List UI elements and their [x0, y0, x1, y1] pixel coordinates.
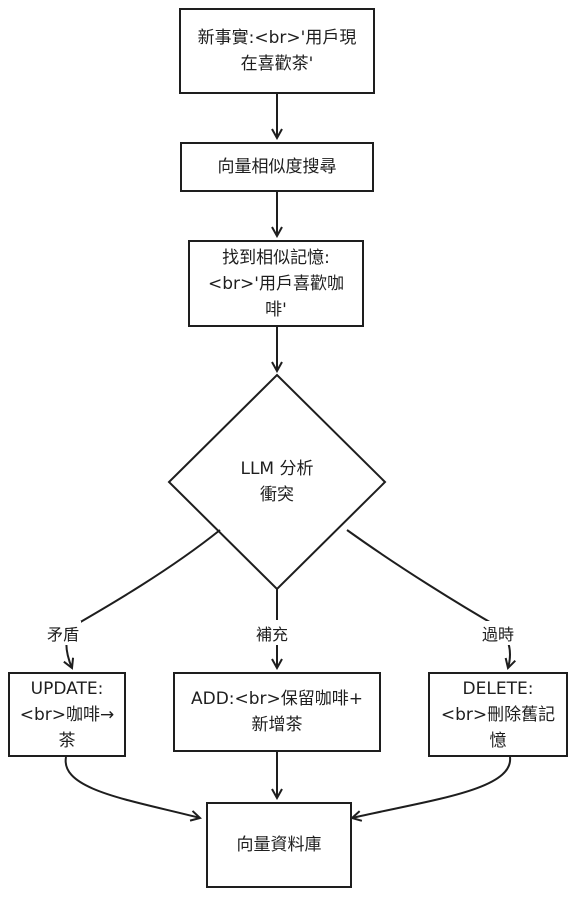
llm-analysis-label: LLM 分析 衝突 [240, 459, 314, 505]
edge-label-supplement: 補充 [254, 621, 291, 645]
vector-search-node: 向量相似度搜尋 [180, 142, 374, 192]
update-node: UPDATE: <br>咖啡→ 茶 [8, 672, 126, 757]
new-fact-node: 新事實:<br>'用戶現 在喜歡茶' [179, 8, 375, 94]
add-node: ADD:<br>保留咖啡+ 新增茶 [173, 672, 381, 752]
edge-delete-to-db [352, 756, 512, 818]
edge-llm-to-delete [346, 529, 510, 668]
vector-db-node: 向量資料庫 [206, 802, 352, 888]
edge-update-to-db [64, 756, 200, 818]
delete-node: DELETE: <br>刪除舊記 憶 [428, 672, 568, 757]
edge-label-outdated: 過時 [480, 621, 517, 645]
edge-label-contradiction: 矛盾 [45, 621, 82, 645]
found-memory-node: 找到相似記憶: <br>'用戶喜歡咖 啡' [188, 240, 364, 327]
edge-llm-to-update [66, 529, 221, 668]
